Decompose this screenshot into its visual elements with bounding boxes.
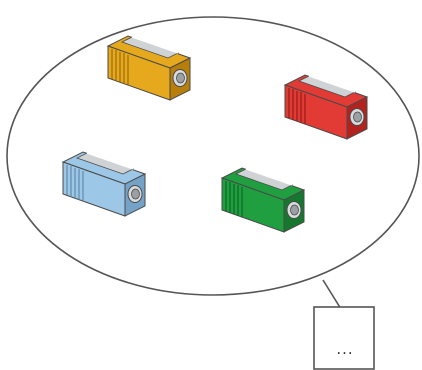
connector-line	[322, 279, 342, 310]
sharpener-yellow-icon	[106, 35, 192, 101]
sharpener-yellow-shape	[106, 35, 192, 101]
sharpener-blue-icon	[61, 151, 147, 217]
ellipsis-text: ...	[336, 340, 354, 358]
sharpener-blue-shape	[61, 151, 147, 217]
ellipsis-box	[313, 306, 375, 370]
sharpener-red-icon	[283, 74, 369, 140]
set-ellipse	[6, 16, 420, 296]
sharpener-red-shape	[283, 74, 369, 140]
sharpener-green-shape	[220, 167, 306, 233]
sharpener-green-icon	[220, 167, 306, 233]
